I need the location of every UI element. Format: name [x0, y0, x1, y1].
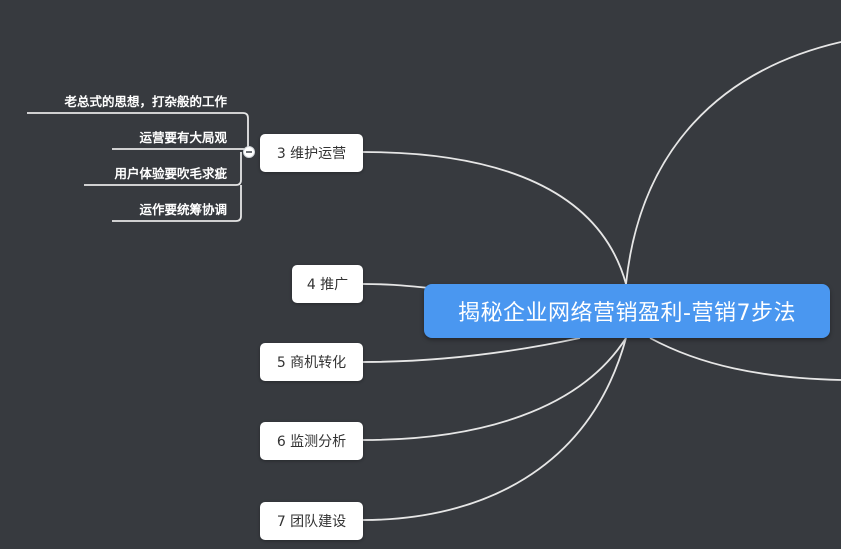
leaf-label: 用户体验要吹毛求疵: [114, 166, 227, 181]
branch-monitoring-analysis[interactable]: 6 监测分析: [260, 422, 363, 460]
connector-leaf-2: [112, 148, 249, 154]
branch-lead-conversion[interactable]: 5 商机转化: [260, 343, 363, 381]
branch-label: 5 商机转化: [276, 355, 347, 371]
branch-label: 6 监测分析: [276, 434, 347, 450]
leaf-label: 老总式的思想，打杂般的工作: [64, 94, 227, 109]
connector-root-top-right: [625, 41, 841, 285]
connector-leaf-3: [84, 152, 242, 186]
branch-label: 7 团队建设: [276, 514, 347, 530]
connector-root-b4: [362, 283, 431, 289]
branch-promotion[interactable]: 4 推广: [292, 265, 363, 303]
leaf-topic-4[interactable]: 运作要统筹协调: [139, 199, 227, 218]
leaf-topic-3[interactable]: 用户体验要吹毛求疵: [114, 163, 227, 182]
root-topic-label: 揭秘企业网络营销盈利-营销7步法: [458, 301, 796, 326]
connector-root-bottom-right: [649, 337, 841, 381]
root-topic[interactable]: 揭秘企业网络营销盈利-营销7步法: [424, 284, 830, 338]
leaf-topic-2[interactable]: 运营要有大局观: [139, 127, 227, 146]
branch-team-building[interactable]: 7 团队建设: [260, 502, 363, 540]
connector-root-b3: [362, 151, 627, 285]
branch-label: 4 推广: [306, 277, 349, 293]
connector-root-b7: [362, 337, 627, 521]
leaf-label: 运营要有大局观: [139, 130, 227, 145]
connector-leaf-1: [27, 112, 249, 152]
leaf-label: 运作要统筹协调: [139, 202, 227, 217]
branch-maintenance-operation[interactable]: 3 维护运营: [260, 134, 363, 172]
minus-circle-icon[interactable]: [243, 146, 255, 158]
connector-leaf-4: [112, 185, 242, 222]
connector-root-b5: [362, 337, 581, 363]
connector-root-b6: [362, 337, 627, 441]
branch-label: 3 维护运营: [276, 146, 347, 162]
leaf-topic-1[interactable]: 老总式的思想，打杂般的工作: [64, 91, 227, 110]
